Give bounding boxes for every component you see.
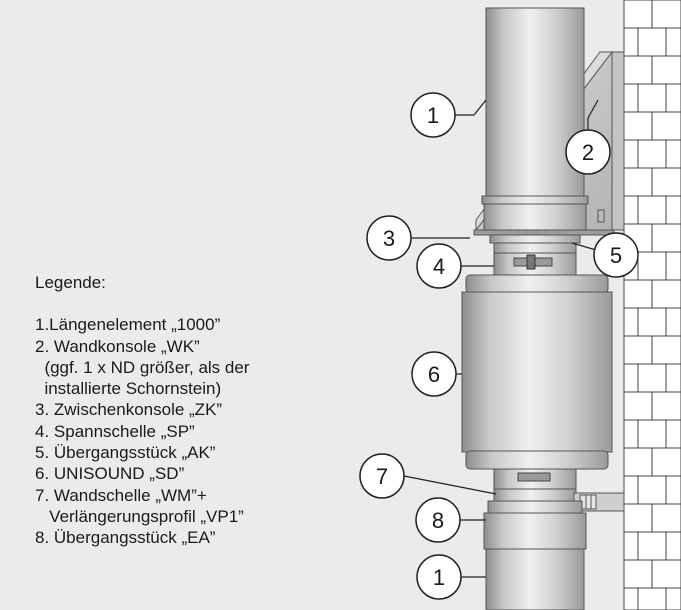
- wall-clamp-wm: [493, 488, 625, 512]
- legend-item-7-line-2: Verlängerungsprofil „VP1”: [35, 506, 244, 526]
- legend-item-2: 2. Wandkonsole „WK”: [35, 336, 200, 356]
- legend-item-8: 8. Übergangsstück „EA”: [35, 528, 216, 548]
- svg-text:3: 3: [383, 226, 395, 251]
- svg-text:6: 6: [428, 362, 440, 387]
- legend-title: Legende:: [35, 273, 106, 292]
- legend-item-6: 6. UNISOUND „SD”: [35, 464, 185, 484]
- silencer-sd: [461, 274, 613, 470]
- adapter-ea: [483, 500, 587, 550]
- legend: Legende: 1.Längenelement „1000” 2. Wandk…: [35, 272, 249, 549]
- legend-list: 1.Längenelement „1000” 2. Wandkonsole „W…: [35, 314, 249, 548]
- legend-item-7: 7. Wandschelle „WM”+: [35, 485, 207, 505]
- svg-text:2: 2: [582, 140, 594, 165]
- clamp-sp: [493, 252, 577, 276]
- pipe-bottom: [485, 548, 585, 610]
- svg-text:4: 4: [433, 254, 445, 279]
- legend-item-2-note-line-1: (ggf. 1 x ND größer, als der: [35, 357, 250, 377]
- svg-text:1: 1: [427, 103, 439, 128]
- callout-1-top: 1: [410, 92, 456, 138]
- svg-text:5: 5: [610, 243, 622, 268]
- callout-5: 5: [593, 232, 639, 278]
- callout-3: 3: [366, 215, 412, 261]
- legend-item-3: 3. Zwischenkonsole „ZK”: [35, 400, 223, 420]
- svg-text:1: 1: [433, 565, 445, 590]
- brick-wall: [623, 0, 681, 610]
- callout-7: 7: [359, 453, 405, 499]
- legend-item-1: 1.Längenelement „1000”: [35, 315, 221, 335]
- intermediate-console: [473, 229, 615, 236]
- connector-lower: [493, 468, 577, 490]
- callout-6: 6: [411, 351, 457, 397]
- callout-8: 8: [415, 497, 461, 543]
- adapter-ak: [489, 234, 581, 254]
- callout-4: 4: [416, 243, 462, 289]
- svg-text:8: 8: [432, 508, 444, 533]
- legend-item-5: 5. Übergangsstück „AK”: [35, 443, 216, 463]
- pipe-top: [481, 7, 589, 233]
- svg-text:7: 7: [376, 464, 388, 489]
- legend-item-2-note-line-2: installierte Schornstein): [35, 379, 222, 399]
- legend-item-4: 4. Spannschelle „SP”: [35, 421, 195, 441]
- callout-1-bottom: 1: [416, 554, 462, 600]
- callout-2: 2: [565, 129, 611, 175]
